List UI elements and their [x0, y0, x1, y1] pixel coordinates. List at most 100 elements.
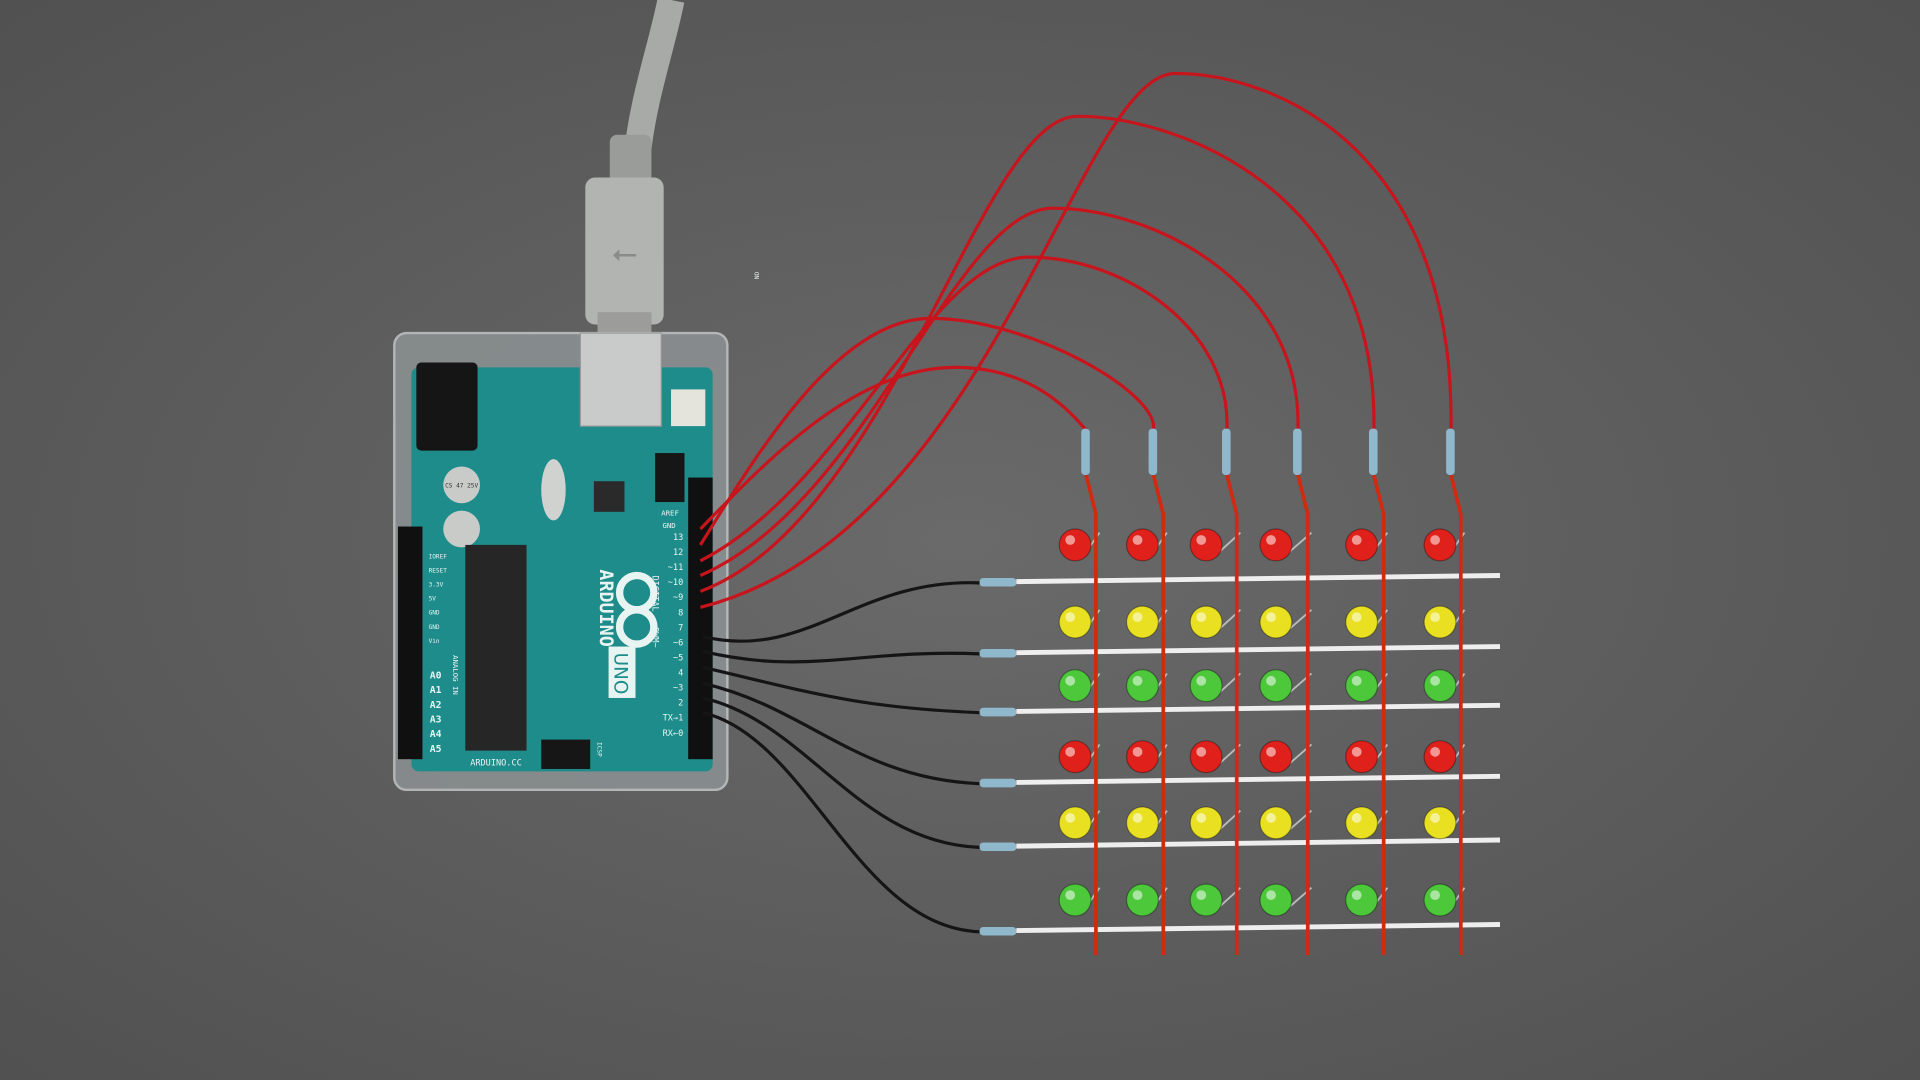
led-highlight: [1196, 612, 1207, 623]
resistor: [1081, 428, 1090, 476]
black-wire: [702, 711, 980, 934]
led-yellow: [1125, 806, 1159, 840]
column-wires: [699, 71, 1463, 956]
digital-pin-label: ~5: [673, 653, 683, 663]
led-green: [1423, 669, 1457, 703]
led-green: [1189, 669, 1223, 703]
digital-pin-label: 2: [678, 699, 683, 709]
led-red: [1259, 528, 1293, 562]
led-yellow: [1423, 605, 1457, 639]
led-green: [1345, 883, 1379, 917]
led-highlight: [1132, 813, 1143, 823]
led-highlight: [1266, 535, 1276, 545]
column-bus-wire: [1084, 474, 1098, 956]
led-highlight: [1132, 746, 1143, 757]
analog-pin-label: A2: [430, 700, 442, 711]
power-pin-label: GND: [429, 610, 440, 617]
digital-pin-label: ~3: [673, 684, 683, 694]
led-highlight: [1196, 746, 1207, 757]
led-red: [1345, 528, 1379, 562]
analog-pin-label: A5: [430, 744, 442, 755]
reset-button: [671, 389, 706, 427]
led-green: [1259, 883, 1293, 917]
power-pin-label: IOREF: [429, 553, 448, 560]
model-label: UNO: [610, 653, 631, 695]
resistor: [979, 842, 1017, 852]
led-highlight: [1351, 612, 1362, 623]
led-yellow: [1189, 806, 1223, 840]
led-red: [1125, 528, 1159, 562]
icsp-label: ICSP: [596, 742, 603, 757]
digital-pin-label: 7: [678, 623, 683, 633]
resistor: [1222, 428, 1231, 476]
usb-port: [579, 332, 662, 427]
digital-header: [688, 477, 713, 760]
digital-label: DIGITAL - PWM~: [650, 576, 660, 648]
led-highlight: [1065, 675, 1076, 686]
led-red: [1345, 740, 1379, 774]
led-highlight: [1132, 890, 1143, 900]
led-highlight: [1430, 746, 1440, 757]
led-highlight: [1430, 535, 1440, 545]
led-highlight: [1196, 890, 1207, 900]
black-wire: [702, 696, 980, 849]
digital-pin-label: 12: [673, 548, 683, 558]
led-yellow: [1345, 806, 1379, 840]
led-red: [1259, 740, 1293, 774]
red-wire: [699, 365, 1088, 531]
led-highlight: [1266, 675, 1276, 686]
led-green: [1125, 883, 1159, 917]
capacitor-label: CS 47 25V: [445, 482, 478, 489]
led-highlight: [1132, 612, 1143, 623]
led-yellow: [1189, 605, 1223, 639]
led-highlight: [1065, 612, 1076, 623]
usb-chip: [593, 481, 625, 512]
resistor: [979, 648, 1017, 658]
power-pin-label: Vin: [429, 638, 440, 645]
usb-icon: ⭠: [612, 235, 637, 270]
led-highlight: [1196, 813, 1207, 823]
led-highlight: [1065, 535, 1076, 545]
led-highlight: [1196, 675, 1207, 686]
led-highlight: [1430, 675, 1440, 686]
black-wire: [702, 581, 980, 643]
led-highlight: [1351, 746, 1362, 757]
resistor: [979, 926, 1017, 936]
red-wire: [700, 71, 1453, 609]
led-yellow: [1259, 806, 1293, 840]
resistor: [1293, 428, 1302, 476]
led-yellow: [1423, 806, 1457, 840]
power-pin-label: GND: [429, 624, 440, 631]
led-red: [1125, 740, 1159, 774]
digital-pin-label: 8: [678, 608, 683, 618]
led-yellow: [1058, 605, 1092, 639]
led-yellow: [1058, 806, 1092, 840]
capacitor: [443, 466, 480, 504]
led-highlight: [1065, 890, 1076, 900]
column-bus-wire: [1372, 474, 1386, 956]
led-yellow: [1345, 605, 1379, 639]
power-pin-label: 3.3V: [429, 582, 444, 589]
led-highlight: [1266, 813, 1276, 823]
capacitor: [443, 510, 480, 548]
aref-label: AREF: [661, 509, 679, 518]
led-highlight: [1351, 813, 1362, 823]
column-bus-wire: [1225, 474, 1239, 956]
on-label: ON: [752, 272, 759, 280]
analog-pin-label: A1: [430, 685, 442, 696]
column-bus-wire: [1449, 474, 1463, 956]
analog-pin-label: A4: [430, 729, 442, 740]
resistor: [979, 778, 1017, 788]
resistor: [979, 577, 1017, 587]
column-bus-wire: [1296, 474, 1310, 956]
digital-pin-label: ~6: [673, 638, 683, 648]
led-highlight: [1351, 535, 1362, 545]
led-highlight: [1065, 746, 1076, 757]
brand-label: ARDUINO: [595, 569, 616, 646]
red-wire: [699, 206, 1300, 577]
led-red: [1058, 528, 1092, 562]
icsp-header: [541, 739, 591, 769]
led-yellow: [1125, 605, 1159, 639]
led-red: [1058, 740, 1092, 774]
